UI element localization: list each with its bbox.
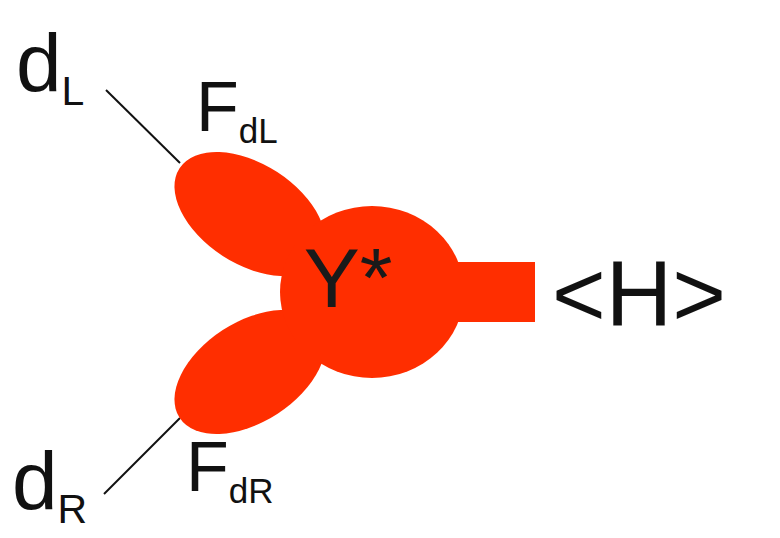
quark-line [106,90,180,163]
quark-label: dL [16,22,84,104]
quark-line [104,418,180,494]
vertex-label: Y* [304,236,393,320]
quark-label: dR [12,440,87,522]
form-factor-label: FdL [196,72,278,142]
vertex-blob: Y* [170,150,540,440]
form-factor-label: FdR [186,432,274,502]
higgs-vev-label: <H> [552,248,726,340]
blob-stub [435,262,535,322]
